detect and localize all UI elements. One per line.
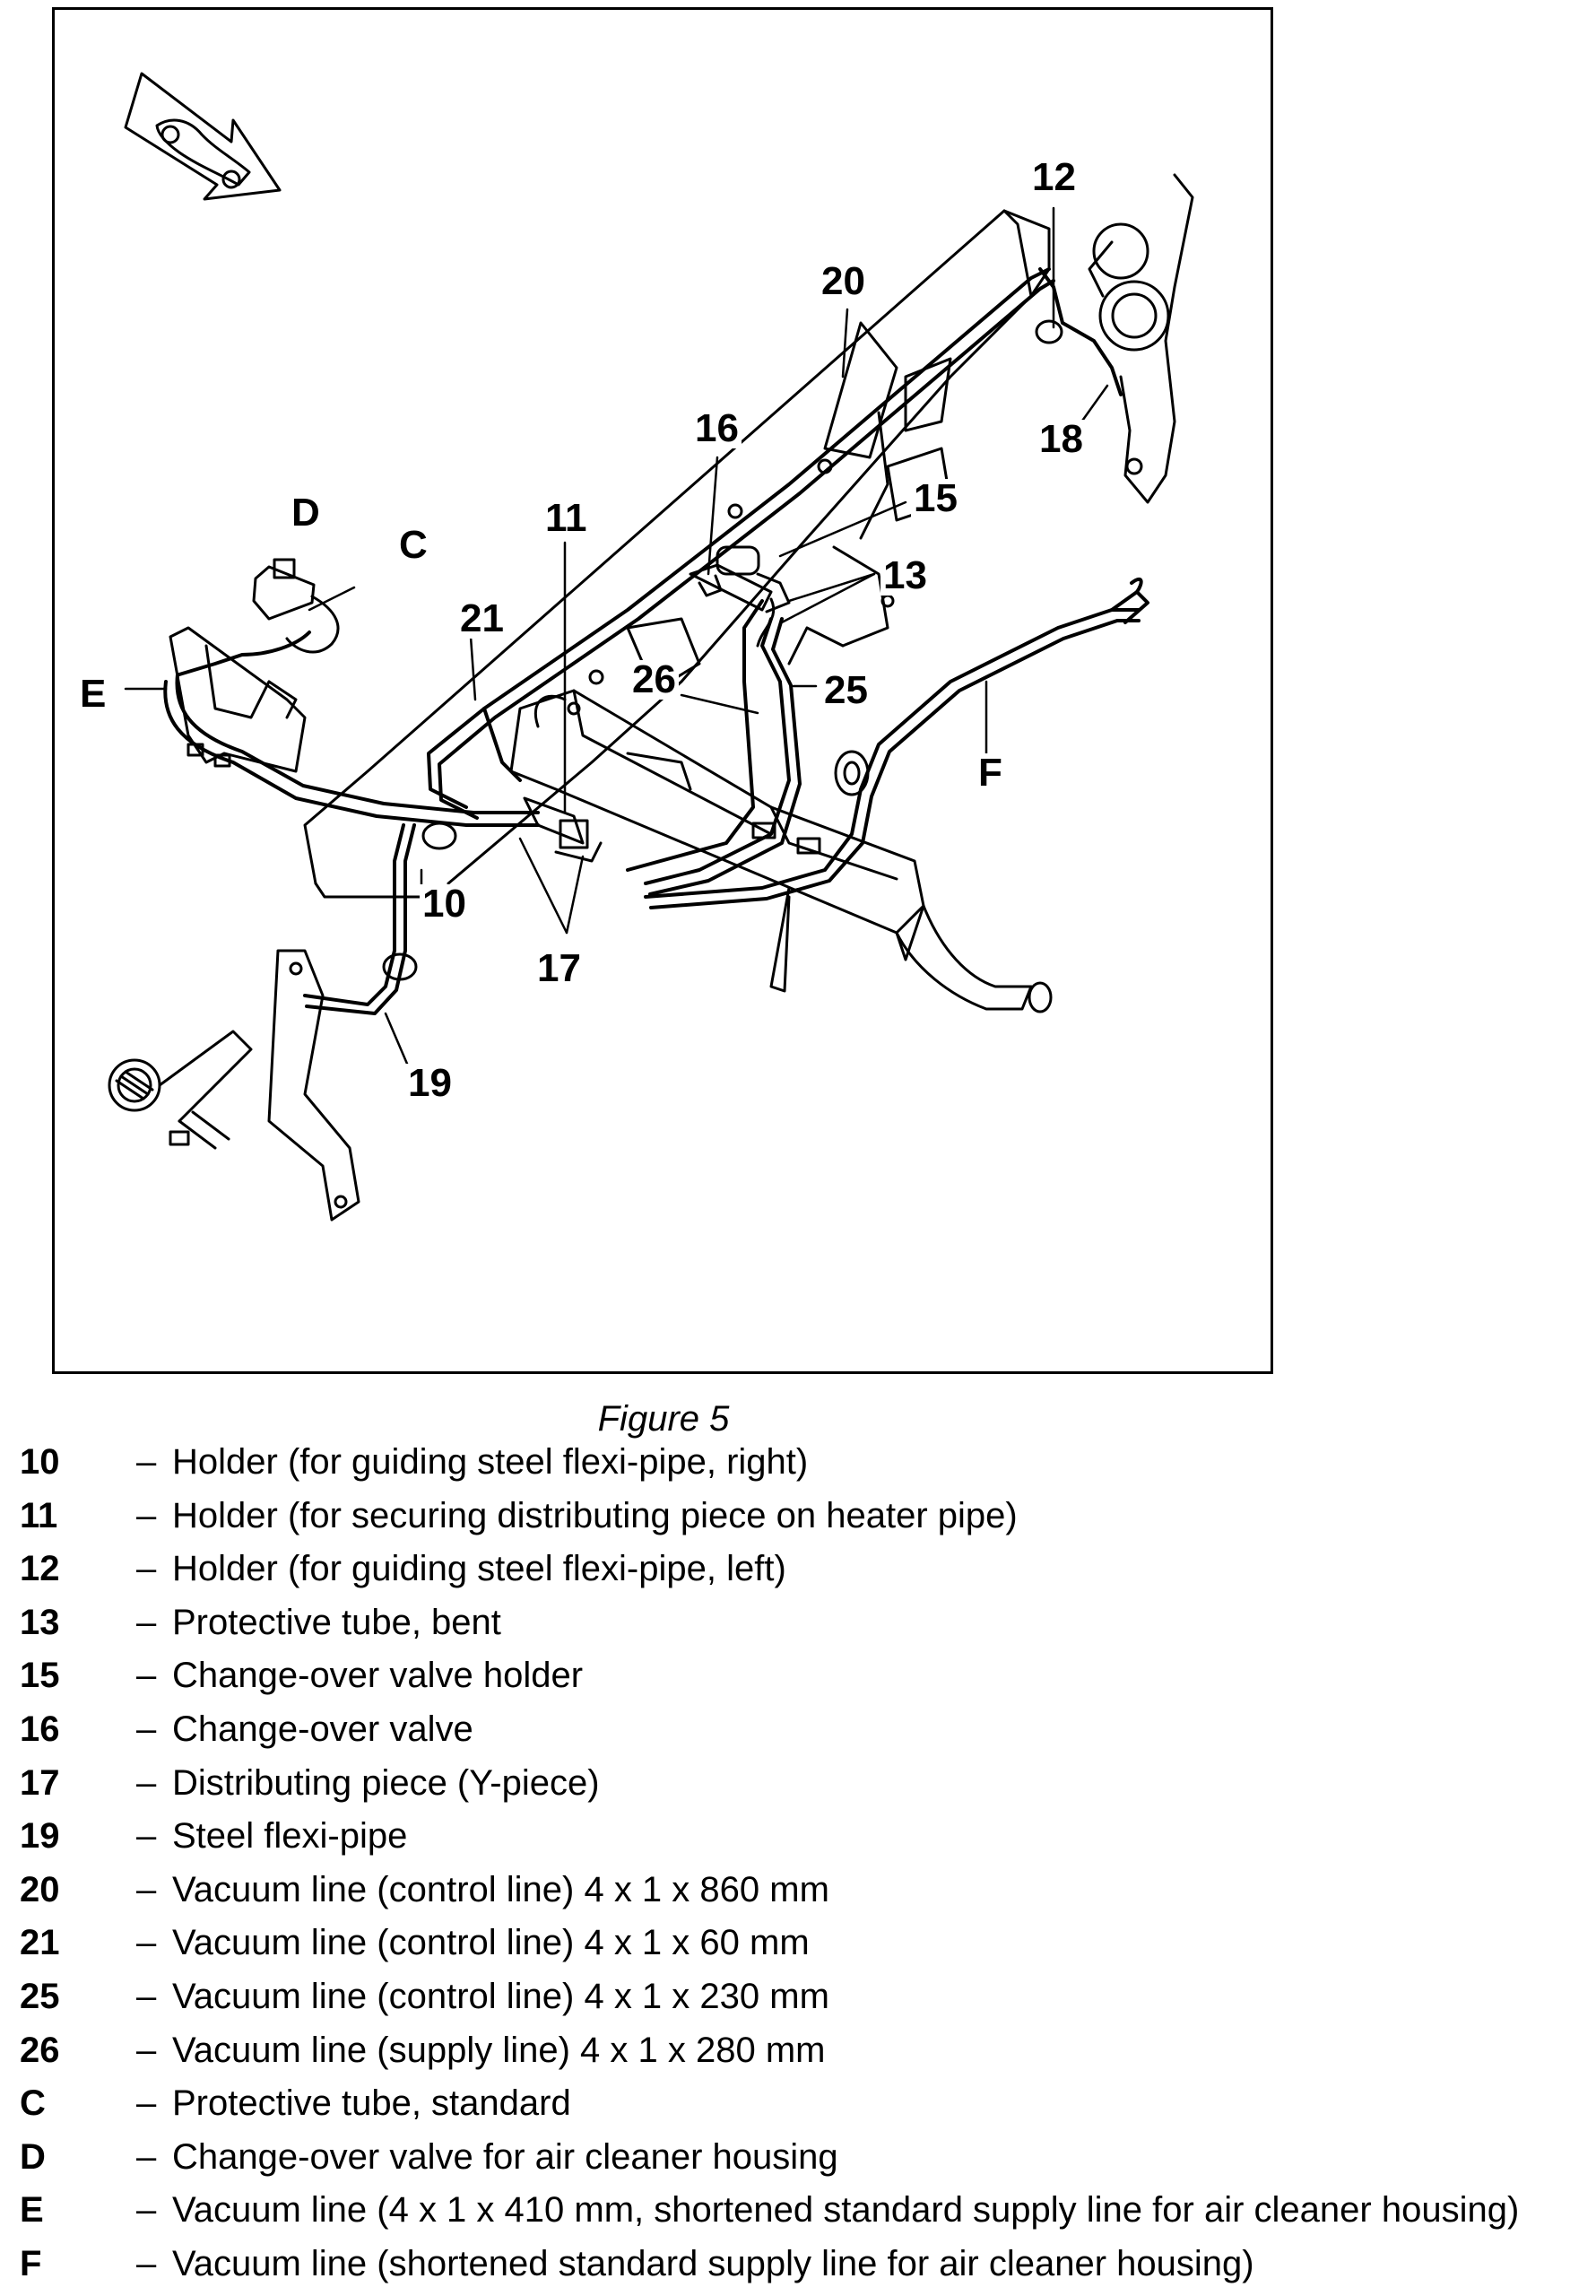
legend-description: Vacuum line (control line) 4 x 1 x 860 m… [172, 1869, 829, 1909]
legend-dash: – [136, 1602, 157, 1642]
legend-row: 26 –Vacuum line (supply line) 4 x 1 x 280… [20, 2029, 1589, 2083]
legend-description: Vacuum line (control line) 4 x 1 x 60 mm [172, 1923, 810, 1963]
legend-description: Holder (for guiding steel flexi-pipe, le… [172, 1549, 786, 1589]
legend-ref: 10 [20, 1442, 60, 1482]
legend-row: 17 –Distributing piece (Y-piece) [20, 1761, 1589, 1815]
legend-row: 13 –Protective tube, bent [20, 1601, 1589, 1655]
legend-description: Protective tube, bent [172, 1602, 501, 1642]
figure-caption: Figure 5 [597, 1399, 730, 1439]
callout-d: D [289, 493, 323, 533]
vehicle-direction-arrow-icon [124, 72, 282, 201]
callout-26: 26 [629, 660, 679, 700]
legend-ref: 21 [20, 1923, 60, 1963]
change-over-valve-16 [689, 545, 791, 648]
legend-row: D –Change-over valve for air cleaner hous… [20, 2135, 1589, 2189]
right-bracket [1088, 173, 1194, 504]
legend-ref: D [20, 2136, 46, 2177]
parts-legend: 10–Holder (for guiding steel flexi-pipe,… [20, 1440, 1589, 2296]
legend-dash: – [136, 1923, 157, 1963]
legend-description: Change-over valve [172, 1709, 473, 1749]
callout-20: 20 [819, 262, 868, 301]
legend-row: 12 –Holder (for guiding steel flexi-pipe,… [20, 1547, 1589, 1601]
legend-description: Vacuum line (control line) 4 x 1 x 230 m… [172, 1976, 829, 2016]
legend-dash: – [136, 1762, 157, 1803]
legend-row: 11 –Holder (for securing distributing pie… [20, 1494, 1589, 1548]
callout-21: 21 [457, 599, 507, 639]
legend-dash: – [136, 1442, 157, 1482]
callout-c: C [396, 526, 430, 565]
legend-description: Distributing piece (Y-piece) [172, 1762, 600, 1803]
legend-row: 16 –Change-over valve [20, 1708, 1589, 1761]
legend-description: Change-over valve for air cleaner housin… [172, 2136, 838, 2177]
legend-ref: 26 [20, 2030, 60, 2070]
legend-ref: 25 [20, 1976, 60, 2016]
callout-13: 13 [880, 556, 930, 596]
heater-pipe-member [509, 689, 1053, 1013]
legend-row: 20 –Vacuum line (control line) 4 x 1 x 86… [20, 1868, 1589, 1922]
callout-17: 17 [534, 949, 584, 988]
legend-row: E –Vacuum line (4 x 1 x 410 mm, shortened… [20, 2188, 1589, 2242]
legend-ref: E [20, 2190, 44, 2231]
legend-row: 15 –Change-over valve holder [20, 1654, 1589, 1708]
legend-description: Holder (for securing distributing piece … [172, 1495, 1018, 1535]
legend-description: Protective tube, standard [172, 2083, 571, 2124]
distributing-piece-17 [523, 796, 603, 863]
callout-15: 15 [911, 479, 960, 518]
callout-25: 25 [821, 671, 871, 710]
figure-frame [52, 7, 1273, 1374]
legend-description: Change-over valve holder [172, 1656, 584, 1696]
legend-ref: 15 [20, 1656, 60, 1696]
legend-dash: – [136, 2243, 157, 2283]
callout-f: F [976, 753, 1005, 793]
legend-row: 25 –Vacuum line (control line) 4 x 1 x 23… [20, 1975, 1589, 2029]
lower-left-bracket [108, 949, 360, 1222]
callout-19: 19 [405, 1064, 455, 1103]
legend-dash: – [136, 1869, 157, 1909]
legend-dash: – [136, 1549, 157, 1589]
legend-description: Vacuum line (shortened standard supply l… [172, 2243, 1254, 2283]
legend-ref: 11 [20, 1495, 58, 1535]
legend-row: 19 –Steel flexi-pipe [20, 1814, 1589, 1868]
callout-e: E [77, 674, 109, 714]
legend-dash: – [136, 2190, 157, 2231]
callout-leader-lines [124, 206, 1109, 1078]
legend-row: C –Protective tube, standard [20, 2082, 1589, 2135]
legend-description: Vacuum line (supply line) 4 x 1 x 280 mm [172, 2030, 826, 2070]
legend-dash: – [136, 1656, 157, 1696]
callout-16: 16 [692, 409, 742, 448]
legend-dash: – [136, 1976, 157, 2016]
change-over-valve-d [252, 558, 340, 654]
callout-12: 12 [1029, 158, 1079, 197]
legend-dash: – [136, 2030, 157, 2070]
legend-ref: C [20, 2083, 46, 2124]
legend-description: Holder (for guiding steel flexi-pipe, ri… [172, 1442, 809, 1482]
legend-dash: – [136, 1495, 157, 1535]
legend-ref: F [20, 2243, 42, 2283]
legend-row: 21 –Vacuum line (control line) 4 x 1 x 60… [20, 1921, 1589, 1975]
legend-ref: 19 [20, 1816, 60, 1857]
legend-dash: – [136, 1816, 157, 1857]
legend-dash: – [136, 2083, 157, 2124]
legend-row: 10 –Holder (for guiding steel flexi-pipe,… [20, 1440, 1589, 1494]
legend-dash: – [136, 2136, 157, 2177]
grommets [382, 319, 1063, 981]
legend-description: Steel flexi-pipe [172, 1816, 408, 1857]
vacuum-lines [163, 267, 1149, 1015]
legend-ref: 13 [20, 1602, 60, 1642]
legend-description: Vacuum line (4 x 1 x 410 mm, shortened s… [172, 2190, 1520, 2231]
legend-row: F –Vacuum line (shortened standard supply… [20, 2242, 1589, 2296]
legend-ref: 16 [20, 1709, 60, 1749]
callout-10: 10 [420, 884, 469, 924]
legend-dash: – [136, 1709, 157, 1749]
legend-ref: 20 [20, 1869, 60, 1909]
legend-ref: 12 [20, 1549, 60, 1589]
vacuum-line-diagram [108, 72, 1194, 1222]
legend-ref: 17 [20, 1762, 60, 1803]
callout-11: 11 [542, 499, 590, 538]
callout-18: 18 [1037, 420, 1086, 459]
